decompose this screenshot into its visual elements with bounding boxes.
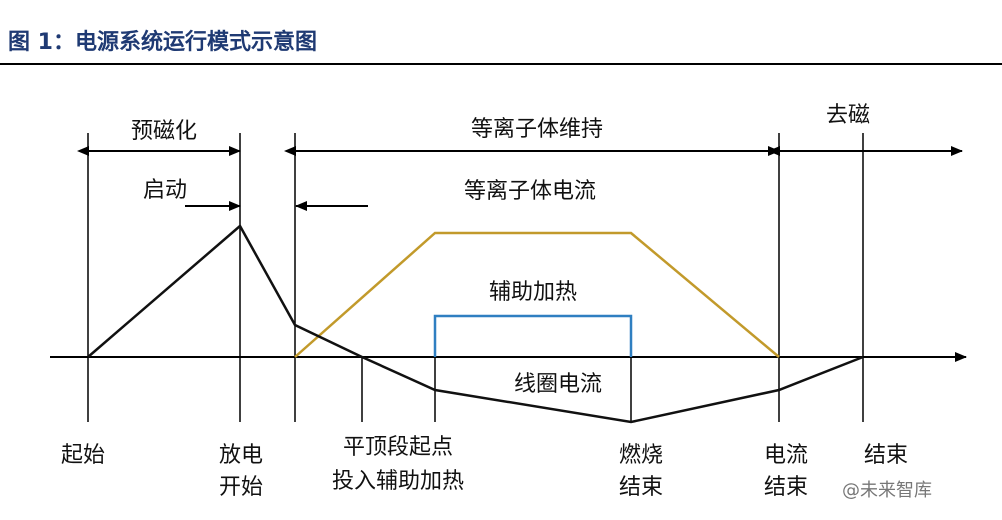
title-divider (0, 63, 1002, 65)
demag-label: 去磁 (826, 103, 870, 128)
event-discharge-label-1: 放电 (219, 443, 263, 468)
figure-header: 图 1：电源系统运行模式示意图 (0, 0, 1002, 66)
event-discharge-label-2: 开始 (219, 475, 263, 500)
aux-heating-label: 辅助加热 (489, 280, 577, 305)
figure-title: 图 1：电源系统运行模式示意图 (8, 30, 317, 55)
event-flattop-label-1: 平顶段起点 (343, 435, 453, 460)
aux-heating-waveform (433, 314, 633, 357)
event-burn-end-label-2: 结束 (619, 475, 663, 500)
watermark: @未来智库 (842, 480, 932, 501)
coil-current-waveform (87, 224, 864, 424)
event-current-end-label-2: 结束 (764, 475, 808, 500)
plasma-current-waveform (294, 231, 780, 358)
premag-label: 预磁化 (131, 119, 197, 144)
plasma-current-label: 等离子体电流 (464, 179, 596, 204)
event-flattop-label-2: 投入辅助加热 (332, 469, 464, 494)
coil-current-label: 线圈电流 (514, 372, 602, 397)
event-start-label: 起始 (61, 443, 105, 468)
start-label: 启动 (143, 178, 187, 203)
plasma-maintain-label: 等离子体维持 (471, 117, 603, 142)
event-end-label: 结束 (864, 443, 908, 468)
event-current-end-label-1: 电流 (764, 443, 808, 468)
event-burn-end-label-1: 燃烧 (619, 443, 663, 468)
